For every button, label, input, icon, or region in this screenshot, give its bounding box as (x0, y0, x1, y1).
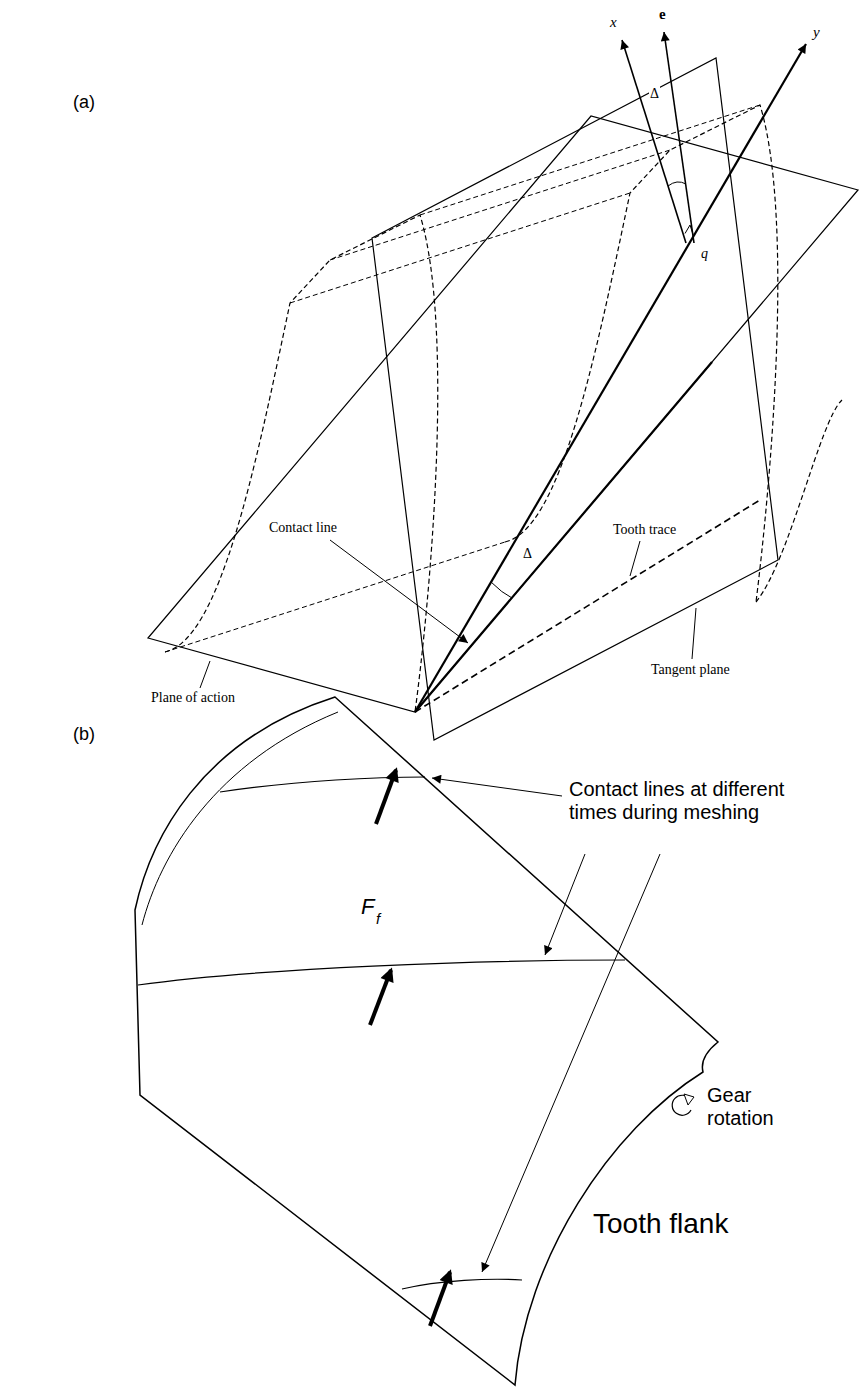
rotation-symbol (684, 1094, 694, 1105)
angle-label: Δ (649, 86, 660, 102)
tooth-tip-edge (142, 712, 338, 925)
part-label: Plane of action (150, 690, 236, 706)
point-label: q (700, 246, 709, 262)
axis-label: y (812, 24, 821, 41)
callout-text: Contact lines at different times during … (568, 778, 832, 824)
contact-line (138, 960, 625, 985)
rotation-label: Gear rotation (706, 1084, 798, 1130)
panel-label: (b) (72, 724, 96, 745)
force-subscript: f (375, 910, 381, 927)
e-vector (664, 32, 694, 243)
part-label: Contact line (268, 520, 338, 536)
angle-label: Δ (522, 546, 533, 562)
tooth-edge (420, 105, 760, 215)
leader-line (330, 540, 468, 643)
tooth-edge (330, 150, 670, 260)
leader-line (630, 541, 640, 576)
part-label: Tangent plane (650, 662, 731, 678)
leader-line (545, 854, 585, 955)
tooth-profile (165, 215, 438, 712)
tooth-edge (165, 542, 505, 652)
panel-label: (a) (72, 92, 96, 113)
vector-label: e (658, 6, 667, 23)
tooth-profile (756, 400, 842, 602)
right-angle-mark (685, 225, 693, 234)
angle-arc (491, 582, 512, 598)
leader-line (692, 608, 696, 659)
leader-line (432, 778, 562, 796)
contact-line (402, 1279, 522, 1289)
contact-line (415, 362, 712, 712)
y-axis (415, 44, 806, 712)
force-arrow (430, 1272, 450, 1326)
force-label: F (360, 894, 375, 919)
tooth-profile (505, 105, 778, 602)
leader-line (200, 661, 210, 688)
force-arrow (376, 770, 396, 824)
part-label: Tooth trace (612, 522, 677, 538)
axis-label: x (609, 14, 618, 31)
part-label: Tooth flank (592, 1208, 729, 1240)
plane-of-action (148, 116, 858, 712)
tooth-trace-line (415, 500, 760, 712)
tooth-edge (290, 193, 630, 303)
tangent-plane (372, 58, 778, 740)
force-arrow (370, 970, 391, 1025)
angle-arc (668, 182, 686, 186)
x-axis (622, 40, 686, 243)
